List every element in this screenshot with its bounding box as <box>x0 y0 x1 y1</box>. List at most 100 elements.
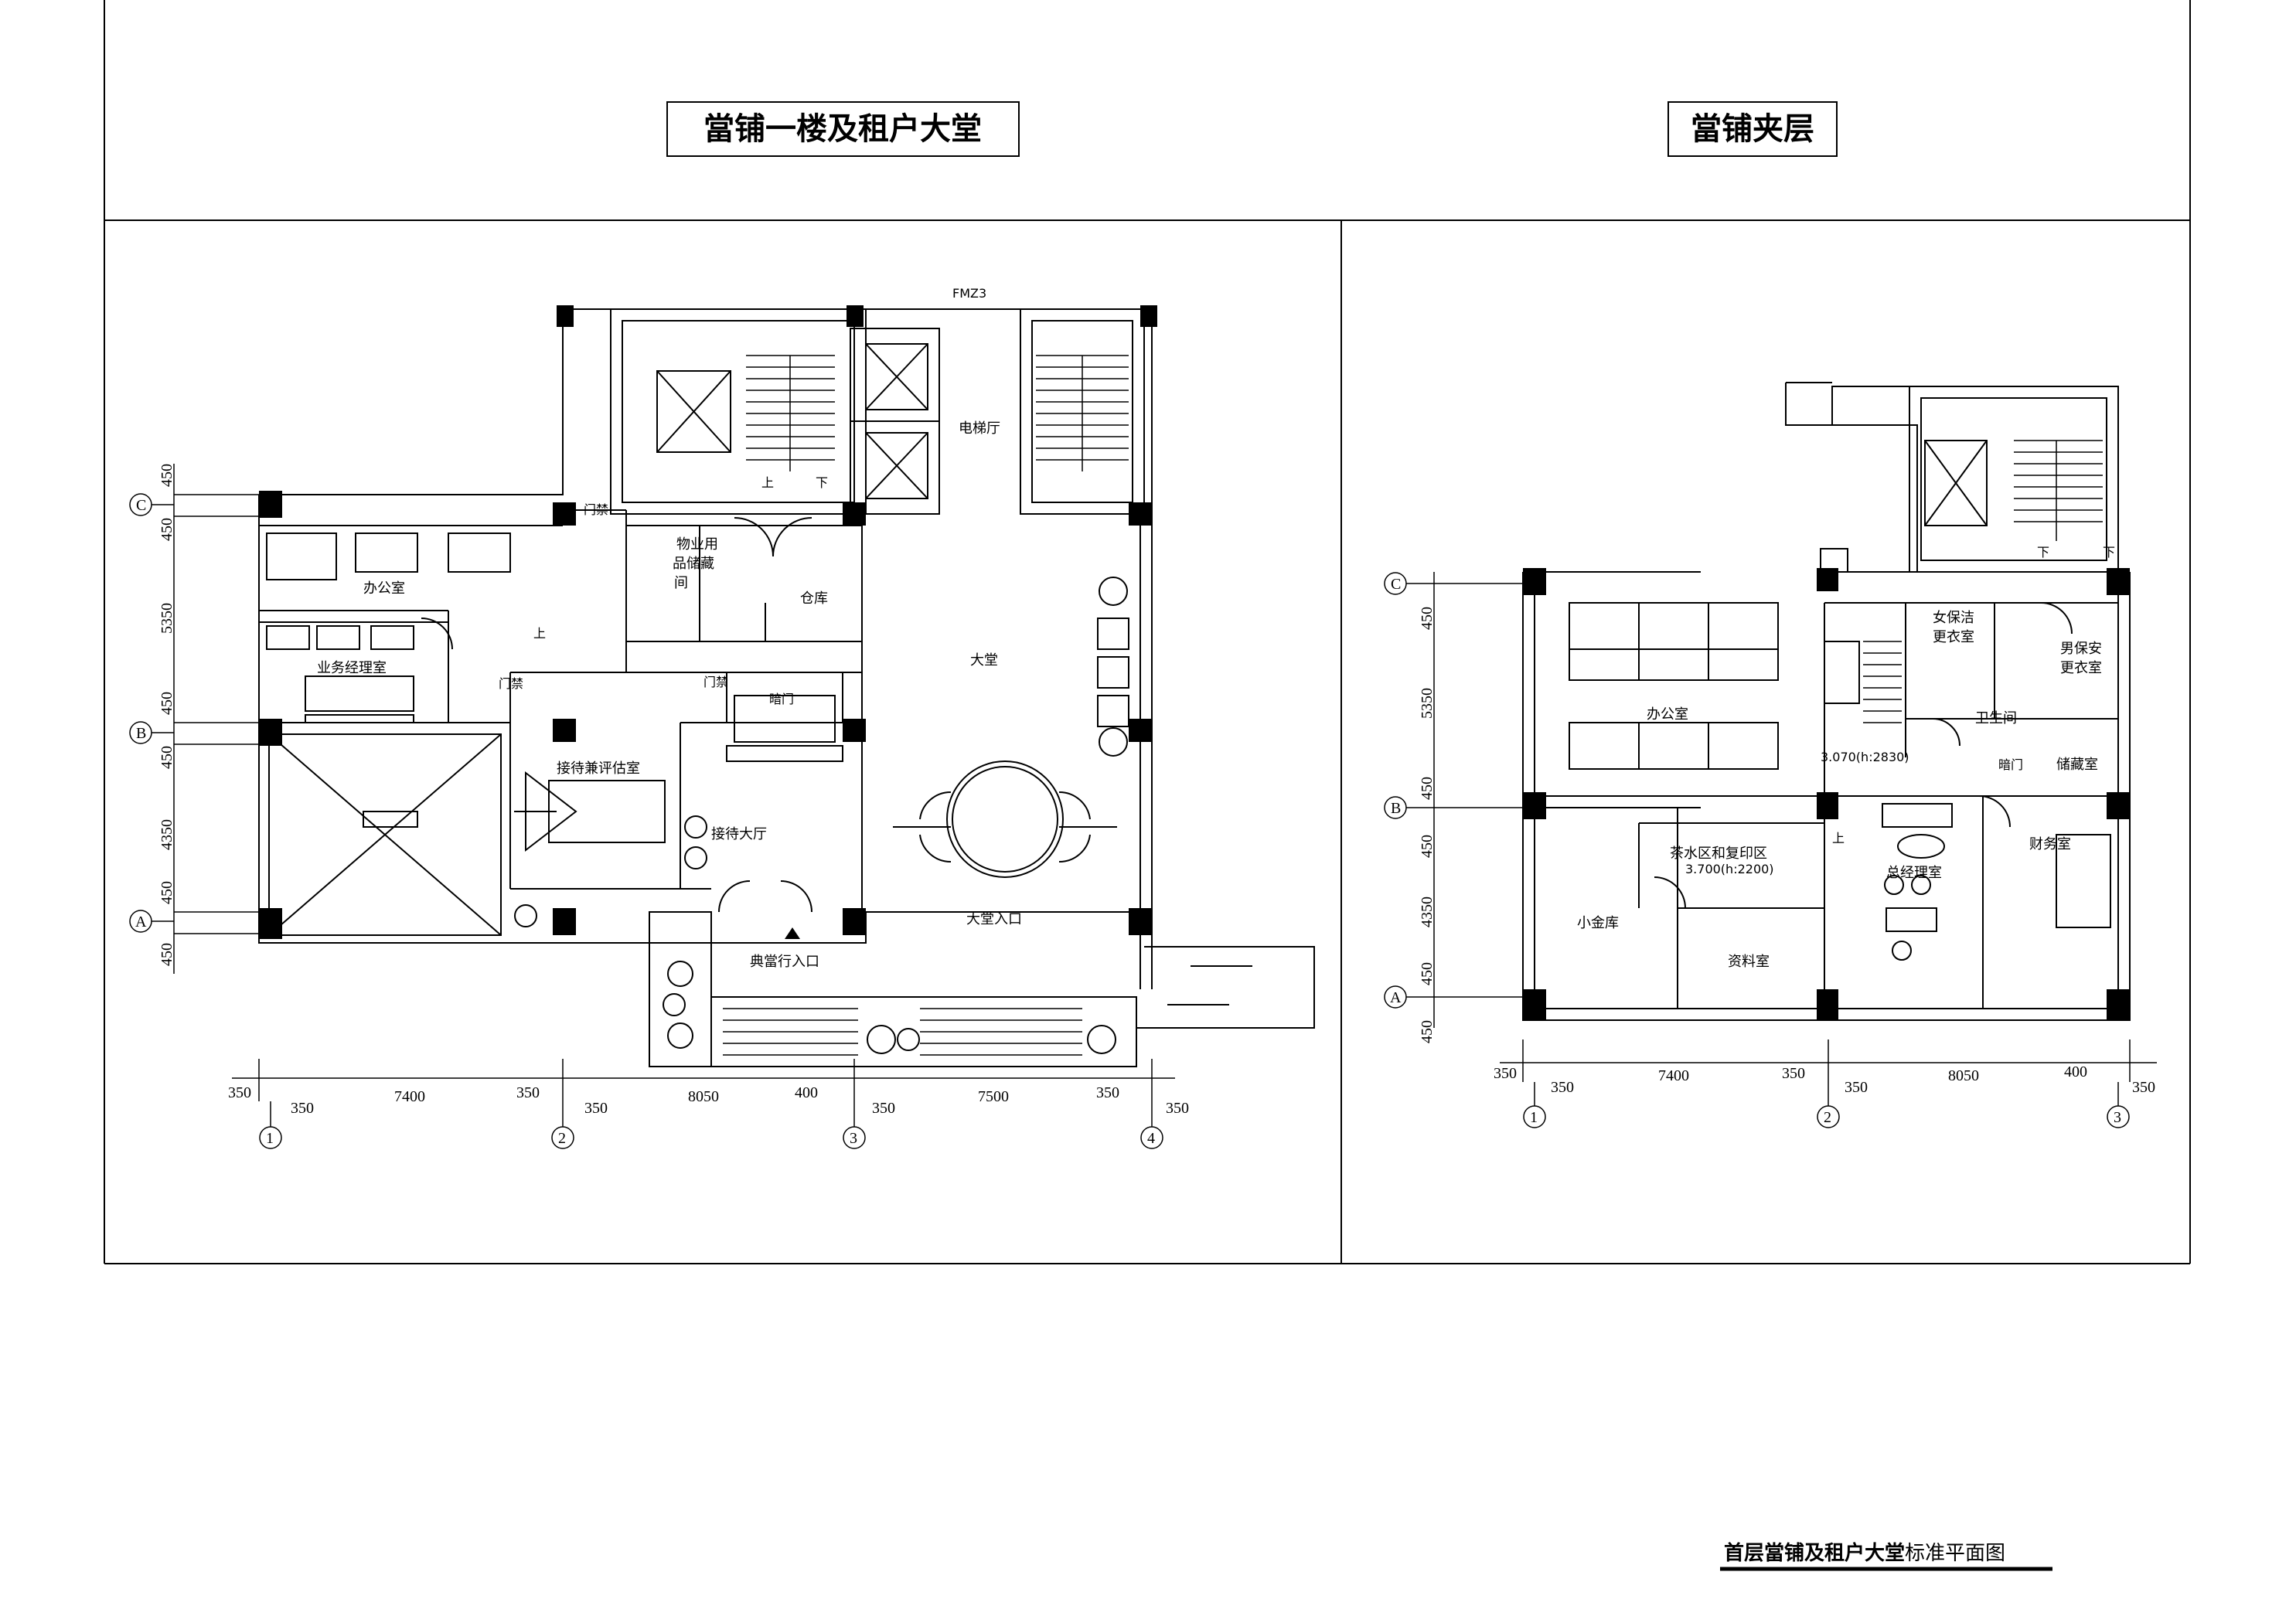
dim-left-h-0: 350 <box>228 1084 251 1101</box>
left-plan-dim-text-horizontal: 350 350 7400 350 350 8050 400 350 7500 3… <box>228 1084 1189 1117</box>
right-plan-axis-labels: C B A 1 2 3 <box>1390 576 2121 1126</box>
dim-right-h-7: 350 <box>2132 1079 2155 1096</box>
label-access-3: 门禁 <box>703 675 728 689</box>
right-plan-dimensions <box>1384 572 2157 1128</box>
label-up-2: 上 <box>533 626 546 641</box>
label-pawn-entrance: 典當行入口 <box>750 954 819 970</box>
right-floor-plan <box>1522 382 2131 1021</box>
label-small-vault: 小金库 <box>1577 915 1619 931</box>
right-plan-dim-text-vertical: 450 5350 450 450 4350 450 450 <box>1419 607 1436 1043</box>
sheet-caption-bold: 首层當铺及租户大堂 <box>1724 1541 1905 1565</box>
dim-right-h-4: 350 <box>1845 1079 1868 1096</box>
dim-right-v-1: 5350 <box>1419 688 1436 719</box>
dim-left-v-2: 5350 <box>158 603 175 634</box>
axis-col-4-left: 4 <box>1147 1130 1155 1147</box>
label-storage-a: 物业用 <box>676 536 718 553</box>
right-plan-dim-text-horizontal: 350 350 7400 350 350 8050 400 350 <box>1494 1063 2155 1096</box>
dim-right-v-5: 450 <box>1419 962 1436 985</box>
label-reception-hall: 接待大厅 <box>711 826 767 842</box>
label-access-1: 门禁 <box>584 502 608 517</box>
dim-left-v-6: 450 <box>158 881 175 904</box>
label-manager-office: 业务经理室 <box>317 660 387 676</box>
axis-row-b-left: B <box>136 725 146 742</box>
label-storage-b: 品储藏 <box>673 556 714 572</box>
axis-row-c-right: C <box>1391 576 1401 593</box>
right-plan-title: 當铺夹层 <box>1691 111 1814 147</box>
sheet-caption: 首层當铺及租户大堂标准平面图 <box>1724 1541 2005 1565</box>
right-title-box <box>1667 101 1838 157</box>
label-elevator-hall: 电梯厅 <box>959 420 1000 437</box>
label-fmz3: FMZ3 <box>952 286 986 301</box>
label-dark-door-mezz: 暗门 <box>1998 757 2023 772</box>
axis-col-1-right: 1 <box>1530 1109 1538 1126</box>
dim-left-v-4: 450 <box>158 746 175 769</box>
dim-right-v-3: 450 <box>1419 835 1436 858</box>
dim-right-h-0: 350 <box>1494 1065 1517 1082</box>
label-male-locker-b: 更衣室 <box>2060 660 2102 676</box>
dim-left-h-7: 350 <box>872 1100 895 1117</box>
dim-right-v-4: 4350 <box>1419 897 1436 927</box>
right-plan-labels: 办公室 女保洁 更衣室 男保安 更衣室 卫生间 储藏室 暗门 财务室 总经理室 … <box>1577 545 2115 970</box>
dim-right-h-5: 8050 <box>1948 1067 1979 1084</box>
dim-left-h-1: 350 <box>291 1100 314 1117</box>
label-reception-assess: 接待兼评估室 <box>557 760 640 777</box>
label-down-1: 下 <box>816 475 828 490</box>
left-plan-labels: 办公室 业务经理室 接待兼评估室 接待大厅 物业用 品储藏 间 仓库 大堂 大堂… <box>317 286 1022 970</box>
label-level-1: 3.070(h:2830) <box>1821 750 1909 764</box>
dim-right-v-6: 450 <box>1419 1020 1436 1043</box>
label-toilet: 卫生间 <box>1975 710 2017 726</box>
label-tea: 茶水区和复印区 <box>1670 846 1767 862</box>
axis-col-3-right: 3 <box>2114 1109 2121 1126</box>
label-female-locker-b: 更衣室 <box>1933 629 1974 645</box>
label-lobby-entrance: 大堂入口 <box>966 911 1022 927</box>
dim-left-h-9: 350 <box>1096 1084 1119 1101</box>
label-up-1: 上 <box>761 475 774 490</box>
axis-col-1-left: 1 <box>266 1130 274 1147</box>
dim-right-h-1: 350 <box>1551 1079 1574 1096</box>
dim-left-h-6: 400 <box>795 1084 818 1101</box>
dim-left-h-2: 7400 <box>394 1088 425 1105</box>
dim-left-h-4: 350 <box>584 1100 608 1117</box>
label-lobby: 大堂 <box>970 652 998 669</box>
sheet-caption-normal: 标准平面图 <box>1905 1542 2005 1565</box>
dim-left-h-10: 350 <box>1166 1100 1189 1117</box>
dim-right-v-2: 450 <box>1419 777 1436 800</box>
left-floor-plan <box>258 305 1315 1067</box>
label-up-mezz: 上 <box>1832 831 1845 846</box>
label-finance: 财务室 <box>2029 836 2071 852</box>
left-plan-dim-text-vertical: 450 450 5350 450 450 4350 450 450 <box>158 464 175 966</box>
axis-col-2-left: 2 <box>558 1130 566 1147</box>
label-dark-door: 暗门 <box>769 692 794 706</box>
axis-row-c-left: C <box>136 497 146 514</box>
label-office-mezz: 办公室 <box>1647 706 1688 723</box>
label-level-2: 3.700(h:2200) <box>1685 862 1774 876</box>
sheet-frame <box>104 0 2191 1264</box>
label-down-mezz-2: 下 <box>2103 545 2115 560</box>
left-plan-title: 當铺一楼及租户大堂 <box>703 111 982 147</box>
label-male-locker-a: 男保安 <box>2060 641 2102 657</box>
dim-right-h-6: 400 <box>2064 1063 2087 1080</box>
label-warehouse: 仓库 <box>800 590 828 607</box>
left-plan-axis-labels: C B A 1 2 3 4 <box>135 497 1155 1147</box>
dim-left-v-3: 450 <box>158 692 175 715</box>
axis-row-a-right: A <box>1390 989 1402 1006</box>
label-storage-c: 间 <box>674 575 688 591</box>
axis-col-2-right: 2 <box>1824 1109 1831 1126</box>
dim-right-v-0: 450 <box>1419 607 1436 630</box>
dim-right-h-3: 350 <box>1782 1065 1805 1082</box>
label-storage-mezz: 储藏室 <box>2056 757 2098 773</box>
left-title-box <box>666 101 1020 157</box>
label-female-locker-a: 女保洁 <box>1933 610 1974 626</box>
dim-left-h-5: 8050 <box>688 1088 719 1105</box>
axis-row-a-left: A <box>135 914 147 931</box>
dim-left-v-0: 450 <box>158 464 175 487</box>
label-office: 办公室 <box>363 580 405 597</box>
dim-left-v-5: 4350 <box>158 819 175 850</box>
dim-left-h-3: 350 <box>516 1084 540 1101</box>
label-gm: 总经理室 <box>1886 865 1942 881</box>
axis-col-3-left: 3 <box>850 1130 857 1147</box>
dim-left-v-7: 450 <box>158 943 175 966</box>
label-down-mezz-1: 下 <box>2037 545 2049 560</box>
axis-row-b-right: B <box>1391 800 1401 817</box>
